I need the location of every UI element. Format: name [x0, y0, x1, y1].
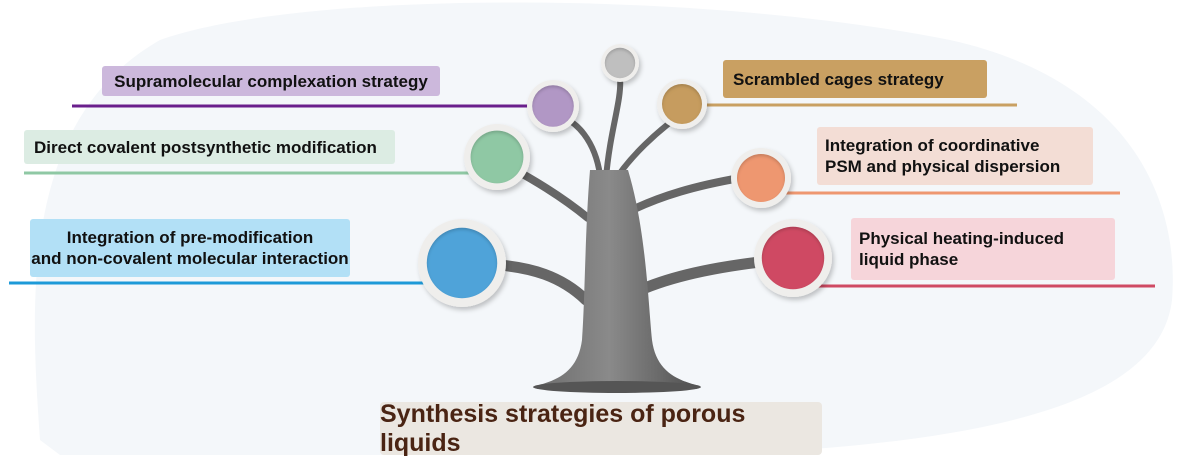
node-coordinative-psm [731, 148, 791, 208]
node-fill [737, 154, 785, 202]
label-text: Scrambled cages strategy [733, 69, 944, 89]
label-text-line-1: Integration of coordinative [825, 136, 1040, 155]
node-direct-covalent [464, 124, 530, 190]
node-top [601, 44, 639, 82]
label-direct-covalent: Direct covalent postsynthetic modificati… [24, 130, 395, 164]
node-fill [426, 227, 498, 299]
title-text: Synthesis strategies of porous liquids [380, 399, 746, 457]
node-physical-heating [754, 219, 832, 297]
label-supramolecular: Supramolecular complexation strategy [102, 66, 440, 96]
label-text-line-2: PSM and physical dispersion [825, 157, 1061, 176]
diagram-title: Synthesis strategies of porous liquids [380, 399, 822, 457]
label-text-line-1: Physical heating-induced [859, 229, 1064, 248]
nodes [418, 44, 832, 307]
tree-icon [494, 75, 766, 393]
node-fill [532, 85, 574, 127]
label-text: Supramolecular complexation strategy [114, 71, 428, 91]
label-coordinative-psm: Integration of coordinative PSM and phys… [817, 127, 1093, 185]
label-text-line-1: Integration of pre-modification [66, 228, 314, 247]
node-fill [761, 226, 825, 290]
label-pre-modification: Integration of pre-modification and non-… [30, 219, 350, 277]
label-scrambled-cages: Scrambled cages strategy [723, 60, 987, 98]
node-fill [604, 47, 636, 79]
label-text: Direct covalent postsynthetic modificati… [34, 137, 377, 157]
node-fill [470, 130, 524, 184]
label-text-line-2: and non-covalent molecular interaction [31, 249, 349, 268]
node-scrambled-cages [657, 79, 707, 129]
connector-lines [9, 103, 1155, 288]
node-fill [662, 84, 702, 124]
label-physical-heating: Physical heating-induced liquid phase [851, 218, 1115, 280]
node-pre-modification [418, 219, 506, 307]
label-text-line-2: liquid phase [859, 250, 959, 269]
node-supramolecular [527, 80, 579, 132]
